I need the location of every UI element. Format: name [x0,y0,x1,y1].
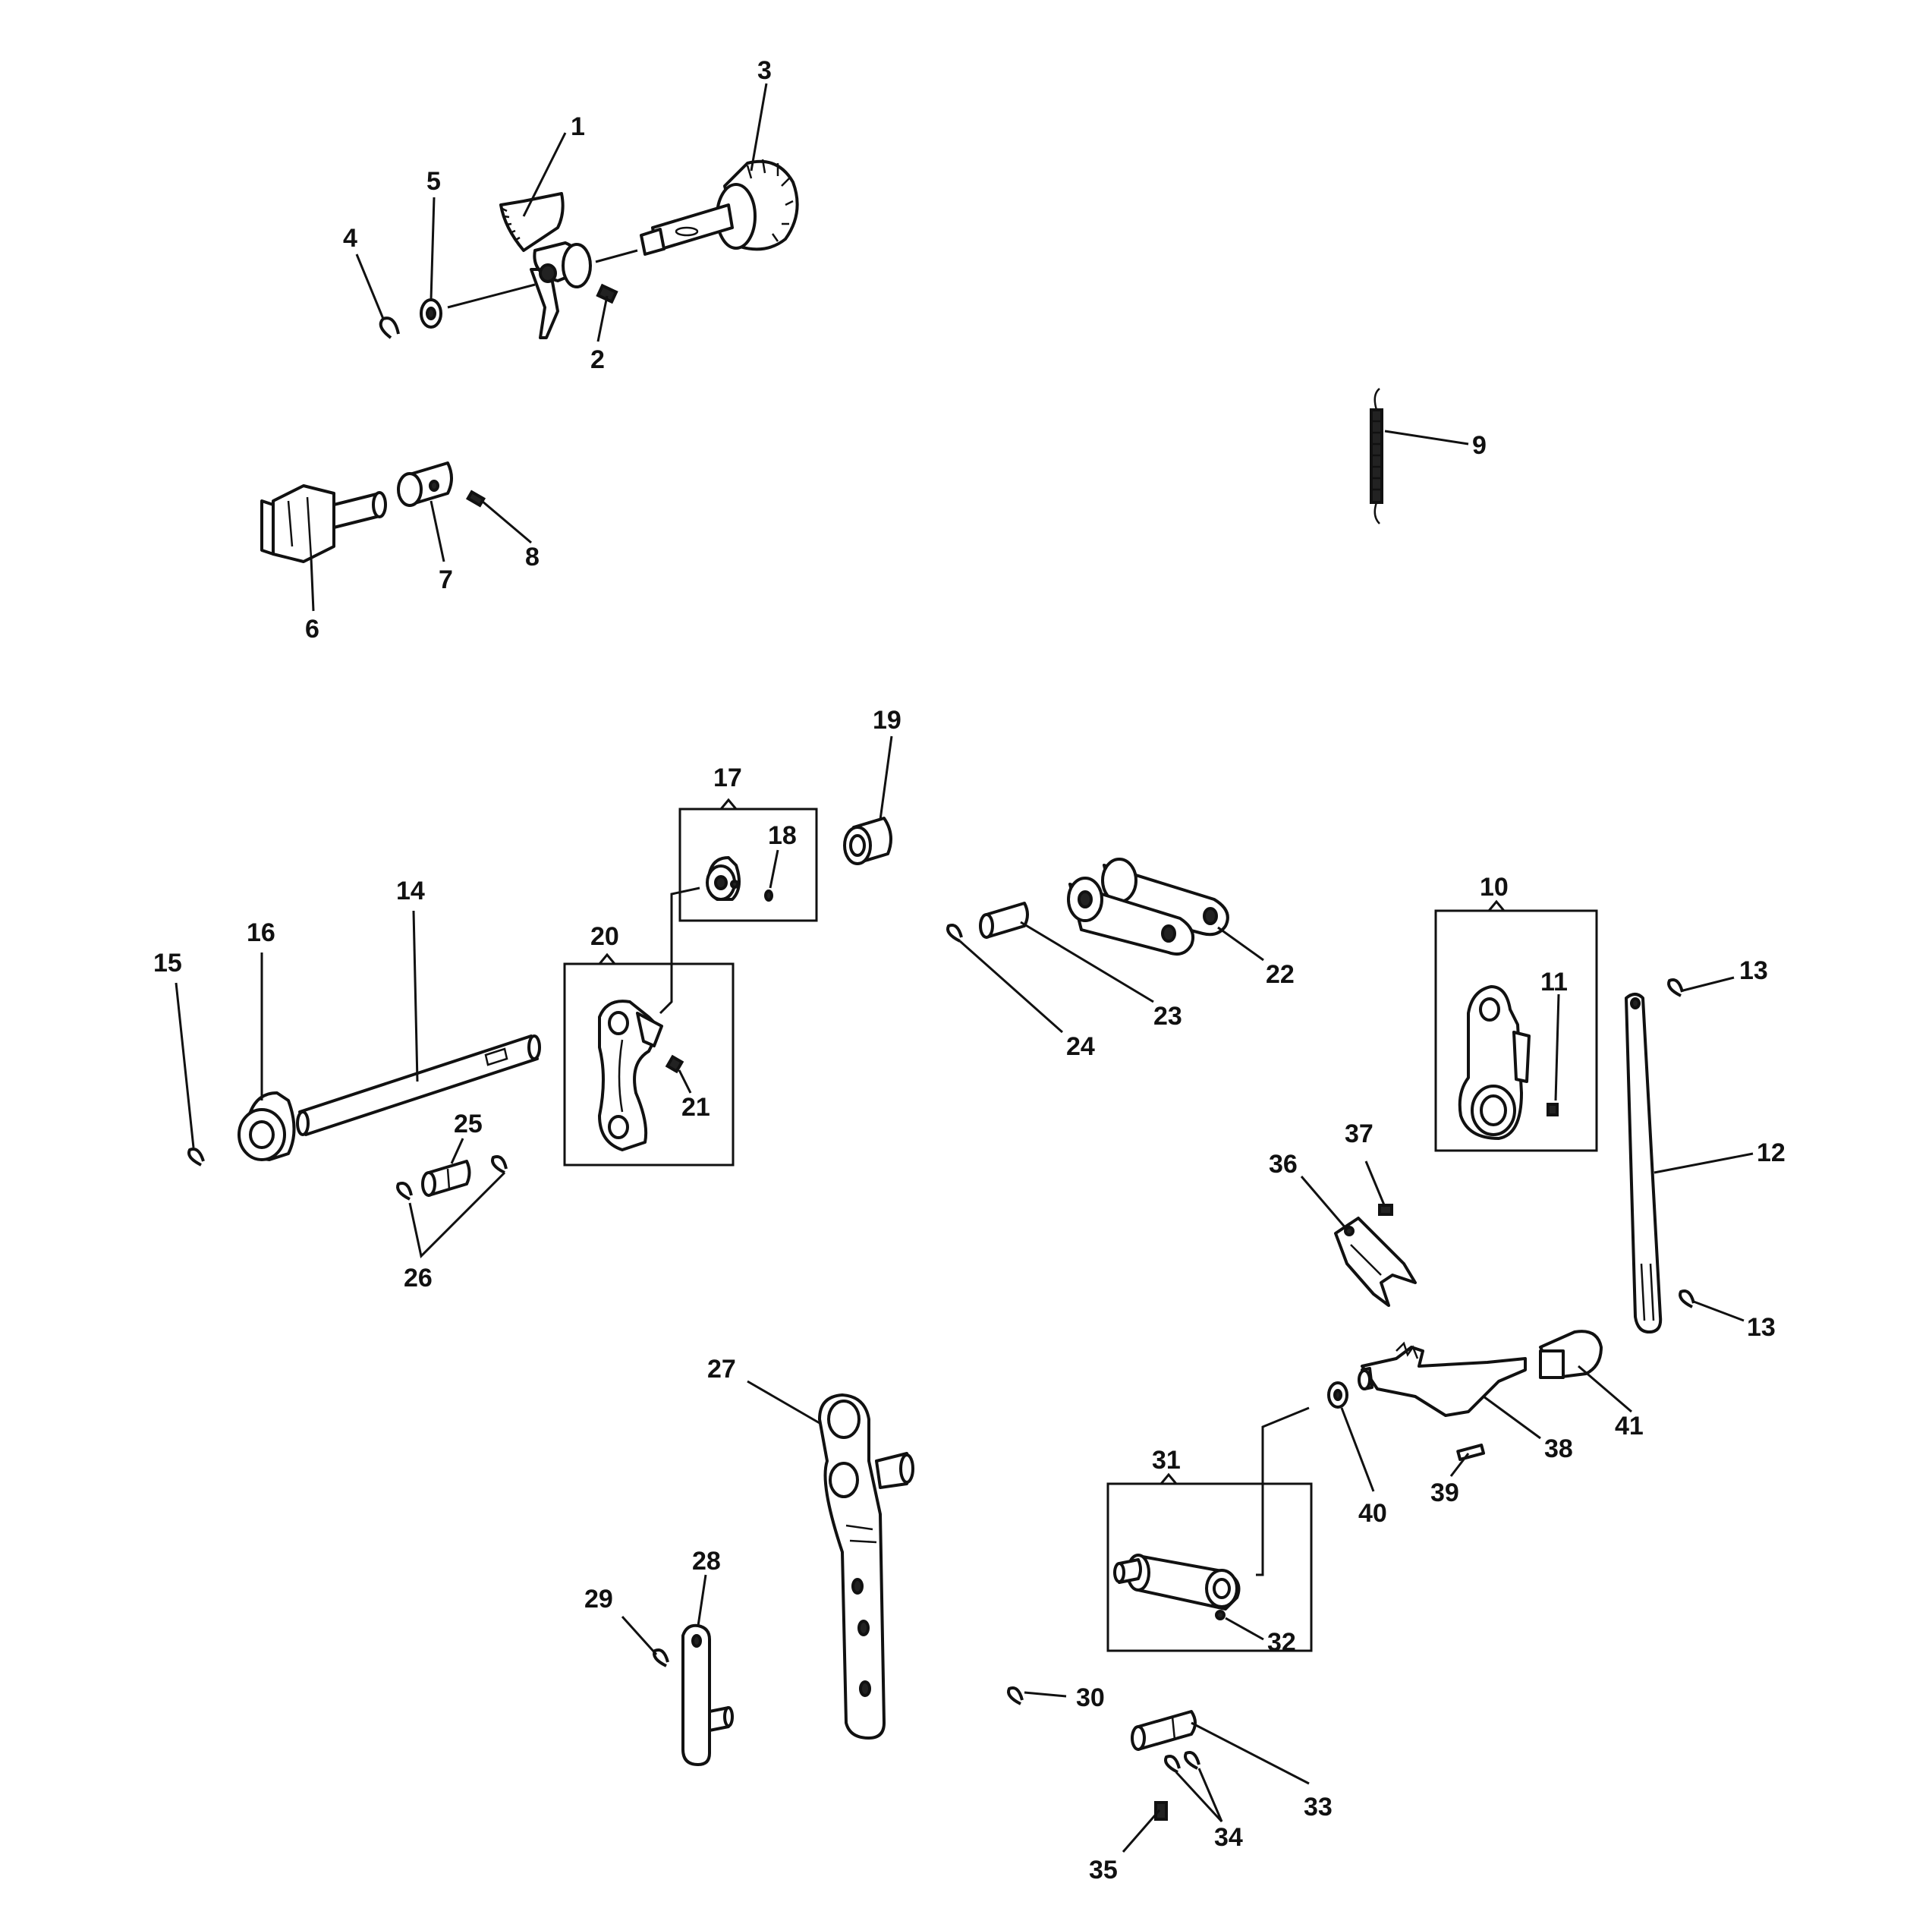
label-4: 4 [343,224,357,253]
part-16-collar [238,1091,296,1161]
label-32: 32 [1267,1628,1296,1657]
label-30: 30 [1076,1683,1105,1712]
label-5: 5 [426,167,441,196]
part-7-sleeve [397,461,453,507]
label-11: 11 [1540,968,1568,997]
part-8-screw [465,490,486,508]
group-31-box [1106,1482,1313,1652]
leader-lines [175,83,1754,1853]
part-19-bushing [843,817,892,865]
label-39: 39 [1430,1478,1459,1507]
label-13-bottom: 13 [1747,1313,1776,1342]
label-2: 2 [590,345,605,374]
label-31: 31 [1152,1446,1181,1475]
label-17: 17 [713,764,742,792]
label-21: 21 [681,1093,710,1122]
label-9: 9 [1472,431,1487,460]
part-39-pin [1456,1444,1486,1461]
group-17-box [678,808,818,922]
label-27: 27 [707,1355,736,1384]
label-37: 37 [1345,1119,1373,1148]
label-29: 29 [584,1585,613,1614]
group-10-box [1434,909,1598,1152]
label-18: 18 [768,821,797,850]
label-33: 33 [1304,1793,1333,1822]
part-27-crank-arm [818,1393,914,1740]
label-28: 28 [692,1547,721,1576]
label-7: 7 [439,565,453,594]
part-6-bracket [260,484,387,563]
part-3-knob [640,159,799,256]
part-26-e-rings [396,1155,508,1201]
part-1-ratchet-plate [499,192,592,339]
label-8: 8 [525,543,540,572]
part-33-pin [1131,1710,1197,1751]
label-14: 14 [396,877,425,905]
part-4-e-ring [379,316,400,339]
part-15-e-ring [187,1148,205,1167]
group-20-box [563,962,735,1167]
part-28-small-link [681,1623,734,1766]
label-22: 22 [1266,960,1295,989]
part-12-long-link [1625,993,1663,1334]
part-24-e-ring [946,924,963,943]
part-5-washer [420,298,442,329]
label-25: 25 [454,1110,483,1138]
label-41: 41 [1615,1412,1644,1441]
label-20: 20 [590,922,619,951]
label-24: 24 [1066,1032,1095,1061]
part-40-washer [1327,1381,1348,1409]
label-12: 12 [1757,1138,1786,1167]
label-38: 38 [1544,1434,1573,1463]
part-25-pin [421,1160,471,1197]
label-23: 23 [1153,1002,1182,1031]
label-34: 34 [1214,1823,1243,1852]
label-36: 36 [1269,1150,1298,1179]
label-3: 3 [757,56,772,85]
part-13-e-ring-bottom [1679,1289,1695,1308]
label-40: 40 [1358,1499,1387,1528]
label-10: 10 [1480,873,1509,902]
part-23-pin [979,902,1029,939]
label-1: 1 [571,112,585,141]
part-35-screw [1154,1801,1168,1821]
part-22-link-plates [1067,858,1229,956]
part-34-e-rings [1164,1751,1200,1774]
label-13-top: 13 [1739,956,1768,985]
part-30-e-ring [1007,1686,1024,1705]
part-13-e-ring-top [1667,978,1684,997]
label-19: 19 [873,706,901,735]
callout-labels: 1 2 3 4 5 6 7 8 9 10 11 12 13 13 14 15 1… [153,56,1786,1885]
part-29-e-ring [653,1648,669,1667]
part-2-set-screw [596,283,618,304]
part-36-clip [1334,1217,1417,1307]
label-15: 15 [153,949,182,978]
label-16: 16 [247,918,275,947]
label-35: 35 [1089,1856,1118,1885]
part-9-spring [1370,388,1383,524]
part-38-feed-lever [1358,1341,1527,1417]
label-6: 6 [305,615,319,644]
label-26: 26 [404,1264,433,1293]
part-41-cap [1539,1330,1603,1379]
part-14-shaft [296,1034,541,1136]
part-37-screw [1378,1204,1393,1216]
